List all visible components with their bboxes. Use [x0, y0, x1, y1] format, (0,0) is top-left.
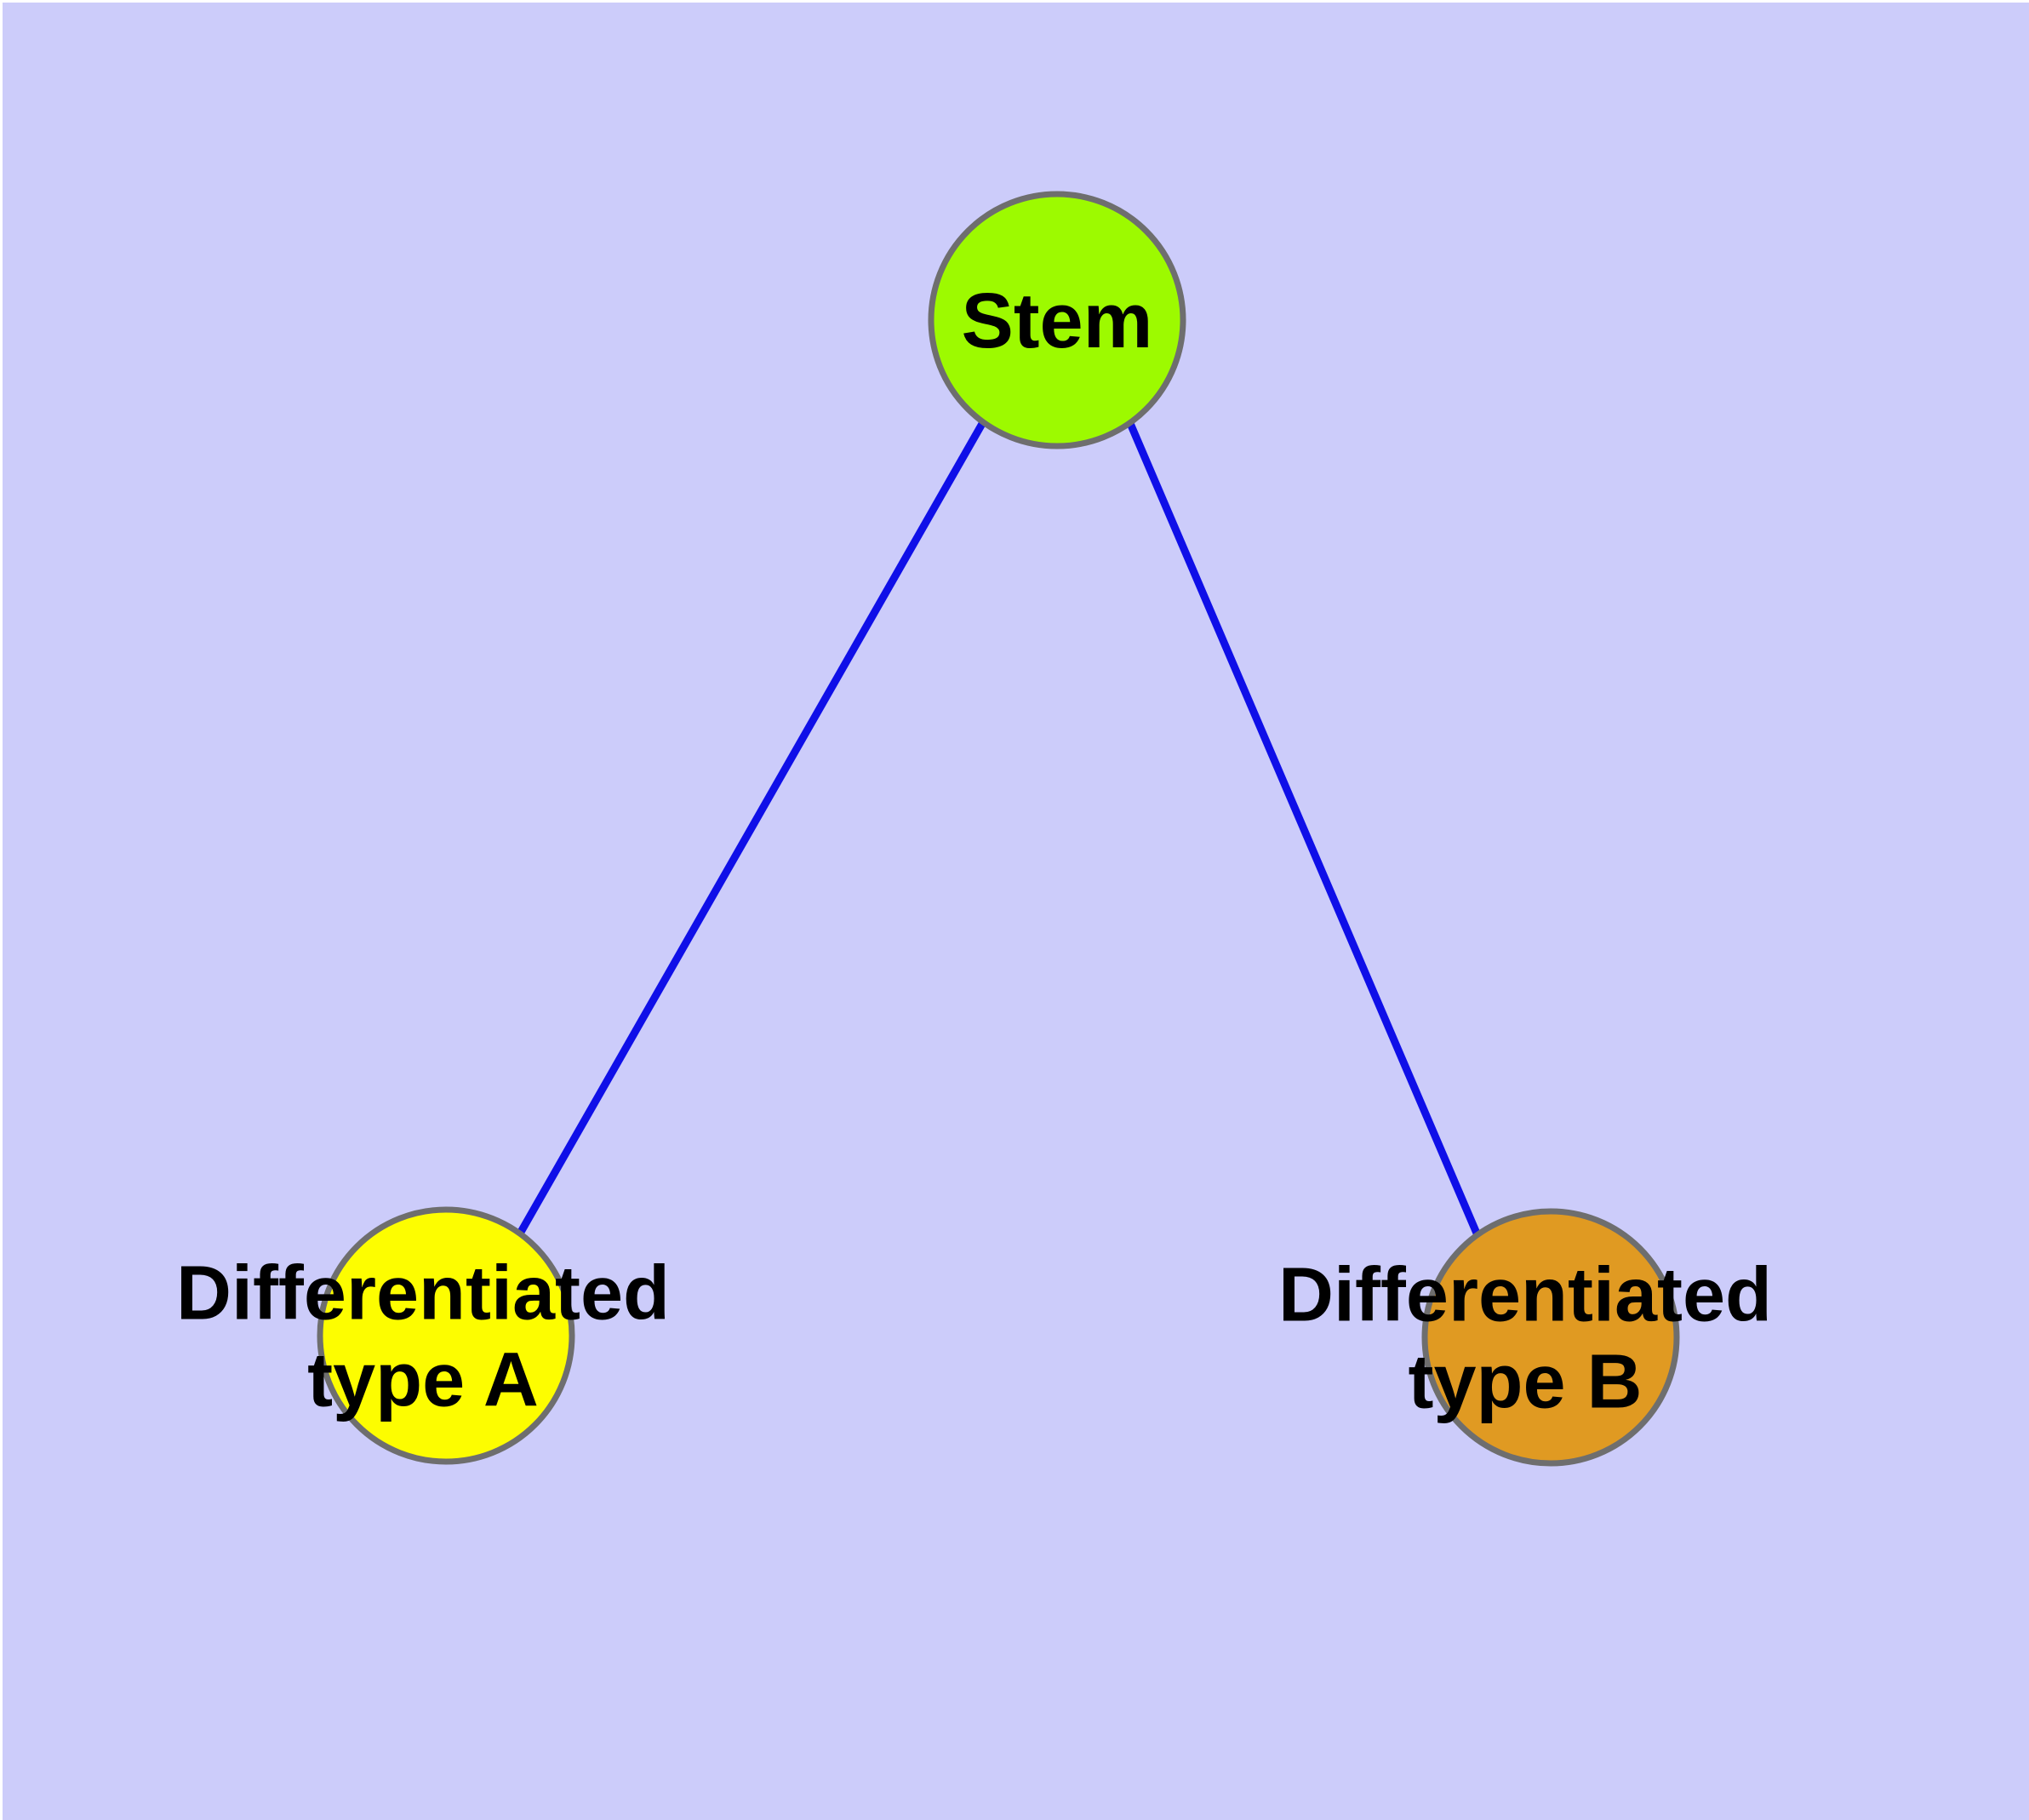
edge-stem-to-differentiated-type-b[interactable] [1125, 420, 1482, 1237]
edge-layer [517, 420, 1482, 1237]
edge-stem-to-differentiated-type-a[interactable] [517, 420, 986, 1236]
node-stem-circle[interactable] [928, 191, 1186, 449]
node-stem-label: Stem [962, 278, 1153, 364]
node-differentiated-type-a-circle[interactable] [317, 1206, 575, 1465]
node-differentiated-type-b-circle[interactable] [1421, 1208, 1680, 1467]
node-stem[interactable]: Stem [928, 191, 1186, 449]
